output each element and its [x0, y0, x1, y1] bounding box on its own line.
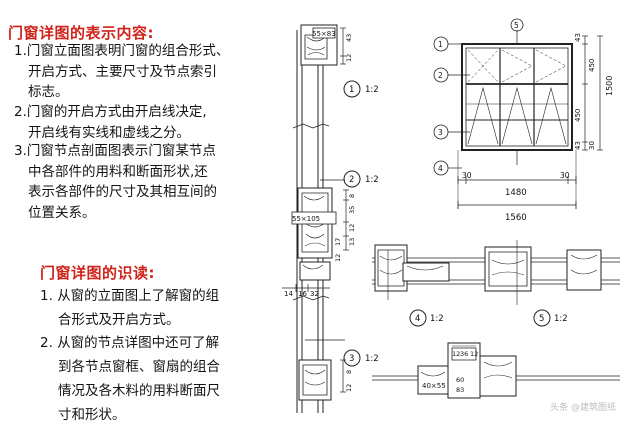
callout-1: 1	[438, 40, 443, 49]
item-line: 情况及各木料的用料断面尺	[58, 383, 220, 399]
item-line: 到各节点窗框、窗扇的组合	[58, 359, 220, 375]
dim-detail-bottom-3: 83	[456, 386, 464, 394]
item-line: 位置关系。	[28, 204, 96, 221]
dim-right-1: 43	[574, 33, 582, 42]
sill-detail	[372, 342, 620, 399]
item-line: 合形式及开启方式。	[58, 312, 180, 328]
callout-circles	[343, 18, 551, 367]
detail-label-1-scale: 1:2	[365, 85, 379, 95]
dim-total-width: 1560	[505, 213, 527, 223]
dim-total-height: 1500	[605, 76, 614, 96]
dim-sill-3: 32	[310, 290, 319, 298]
item-number: 1.	[14, 43, 27, 59]
dim-mid-lower-1: 13	[348, 238, 356, 246]
dim-top-right-2: 12	[345, 54, 353, 62]
section2-title: 门窗详图的识读:	[40, 264, 155, 282]
detail-label-5-scale: 1:2	[554, 314, 568, 324]
section2-item-2: 2. 从窗的节点详图中还可了解 到各节点窗框、窗扇的组合 情况及各木料的用料断面…	[40, 331, 268, 427]
callout-4: 4	[438, 164, 443, 173]
dim-mid-right-2: 35	[348, 206, 356, 214]
detail-label-1-num: 1	[349, 85, 354, 95]
dim-detail-bottom-1: 40×55	[422, 382, 446, 390]
item-line: 寸和形状。	[58, 407, 126, 423]
dim-top: 450	[588, 59, 596, 72]
detail-label-3-scale: 1:2	[365, 354, 379, 364]
dim-top-right-1: 43	[345, 34, 353, 42]
section1-item-1: 1.门窗立面图表明门窗的组合形式、 开启方式、主要尺寸及节点索引 标志。	[14, 41, 272, 103]
callout-5: 5	[514, 21, 519, 30]
item-line: 门窗节点剖面图表示门窗某节点	[26, 143, 216, 159]
text-panel: 门窗详图的表示内容: 1.门窗立面图表明门窗的组合形式、 开启方式、主要尺寸及节…	[0, 0, 272, 423]
item-line: 从窗的节点详图中还可了解	[57, 335, 220, 351]
callout-2: 2	[438, 71, 443, 80]
item-number: 3.	[14, 143, 27, 159]
dim-mid-right-1: 8	[348, 194, 356, 198]
dim-detail-top-2: 36	[460, 350, 468, 358]
dim-bottom-right-2: 12	[345, 384, 353, 392]
item-line: 开启线有实线和虚线之分。	[28, 124, 190, 141]
callout-3: 3	[438, 128, 443, 137]
item-line: 门窗立面图表明门窗的组合形式、	[26, 43, 230, 59]
dim-bottom-1: 43	[574, 141, 582, 150]
section1-item-2: 2.门窗的开启方式由开启线决定, 开启线有实线和虚线之分。	[14, 102, 272, 143]
dim-mid-section: 55×105	[292, 215, 320, 223]
dim-sill-1: 14	[284, 290, 293, 298]
dim-top-section: 55×83	[312, 30, 336, 38]
detail-label-4-scale: 1:2	[430, 314, 444, 324]
item-line: 表示各部件的尺寸及其相互间的	[28, 184, 217, 200]
vertical-section	[282, 24, 349, 413]
dim-sill-2: 16	[298, 290, 307, 298]
detail-label-4-num: 4	[415, 314, 420, 324]
dim-detail-bottom-2: 60	[456, 376, 464, 384]
dim-bottom-right-1: 8	[345, 370, 353, 374]
item-line: 门窗的开启方式由开启线决定,	[26, 104, 207, 120]
detail-label-2-num: 2	[349, 175, 354, 185]
dim-bottom-2: 30	[588, 141, 596, 150]
dim-mid-right-3: 12	[348, 224, 356, 232]
window-detail-drawing: 1 1:2 2 1:2 3 1:2 4 1:2 5 1:2 1 2 3 4 5 …	[282, 18, 620, 413]
dim-side-left: 30	[462, 171, 472, 180]
section2-item-1: 1. 从窗的立面图上了解窗的组 合形式及开启方式。	[40, 284, 268, 332]
dim-right-2: 450	[574, 109, 582, 122]
dim-inner-width: 1480	[505, 188, 527, 198]
item-line: 标志。	[28, 84, 69, 100]
dim-side-right: 30	[560, 171, 570, 180]
detail-label-2-scale: 1:2	[365, 175, 379, 185]
detail-label-3-num: 3	[349, 354, 354, 364]
item-number: 1.	[40, 288, 53, 304]
item-number: 2.	[40, 335, 53, 351]
item-line: 中各部件的用料和断面形状,还	[28, 163, 208, 180]
section1-title: 门窗详图的表示内容:	[8, 24, 154, 42]
item-line: 从窗的立面图上了解窗的组	[57, 288, 220, 304]
item-line: 开启方式、主要尺寸及节点索引	[28, 63, 217, 80]
dim-mid-lower-3: 12	[334, 254, 342, 262]
dim-detail-top-3: 12	[470, 350, 478, 358]
dim-detail-top-1: 12	[452, 350, 460, 358]
item-number: 2.	[14, 104, 27, 120]
dim-mid-lower-2: 17	[334, 238, 342, 246]
watermark-text: 头条 @建筑图纸	[550, 401, 616, 413]
detail-label-5-num: 5	[539, 314, 544, 324]
window-elevation	[448, 30, 603, 209]
section1-item-3: 3.门窗节点剖面图表示门窗某节点 中各部件的用料和断面形状,还 表示各部件的尺寸…	[14, 141, 272, 223]
horizontal-section	[372, 240, 620, 305]
